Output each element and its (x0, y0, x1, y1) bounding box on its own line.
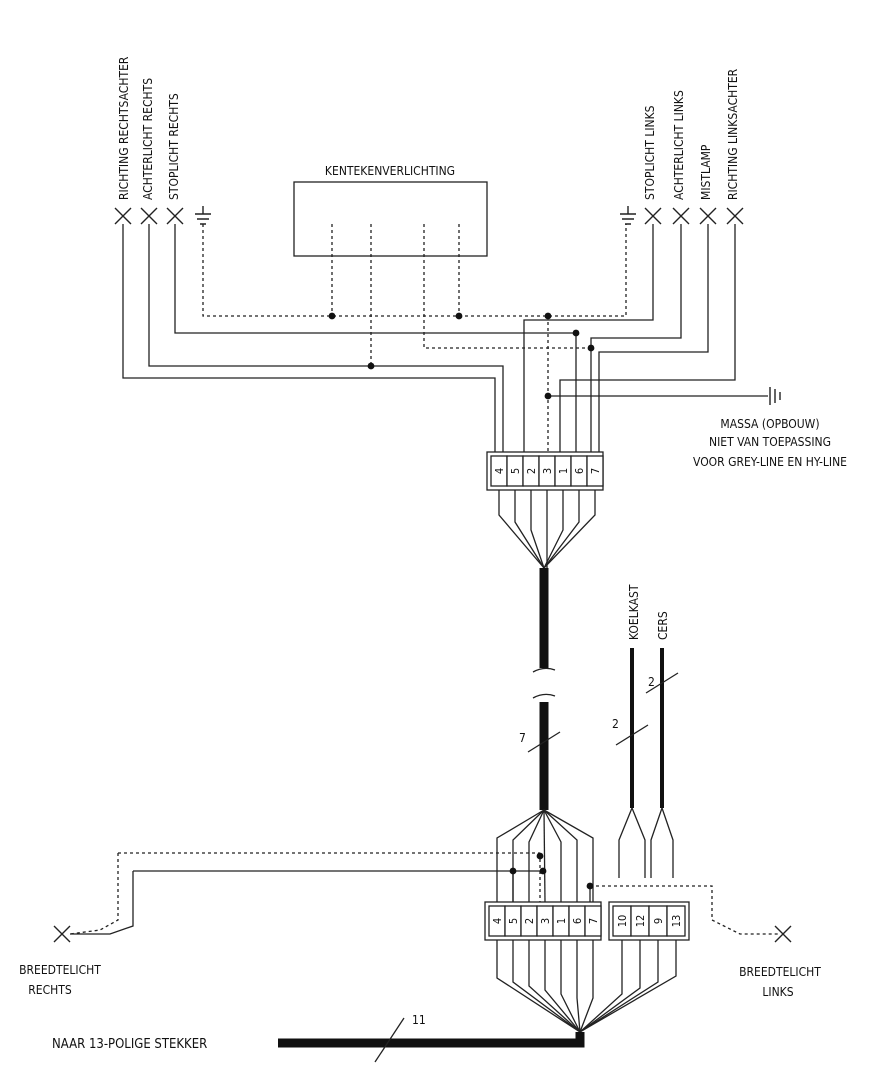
upper-terminal-5: 1 (557, 468, 570, 474)
upper-terminal-2: 5 (509, 468, 522, 474)
upper-terminal-6: 6 (573, 468, 586, 474)
label-richting-rechtsachter: RICHTING RECHTSACHTER (117, 56, 131, 200)
lower-terminal-aux-1: 10 (616, 915, 629, 928)
upper-terminal-3: 2 (525, 468, 538, 474)
aux-cable-label-cers: CERS (656, 611, 670, 640)
ground-note-line-2: NIET VAN TOEPASSING (709, 435, 831, 449)
breedtelicht-links-line-2: LINKS (762, 985, 793, 999)
lower-terminal-4: 3 (539, 918, 552, 924)
kentekenverlichting-box (293, 181, 488, 257)
label-achterlicht-links: ACHTERLICHT LINKS (672, 90, 686, 200)
lower-terminal-6: 6 (571, 918, 584, 924)
lower-terminal-7: 7 (587, 918, 600, 924)
label-stoplicht-rechts: STOPLICHT RECHTS (167, 93, 181, 200)
lower-terminal-2: 5 (507, 918, 520, 924)
aux-cable-count-koelkast: 2 (612, 717, 619, 731)
output-cable-count: 11 (412, 1013, 426, 1027)
lamp-x-icons (114, 207, 744, 225)
upper-wires (122, 224, 768, 452)
main-cable-count: 7 (519, 731, 526, 745)
upper-terminal-4: 3 (541, 468, 554, 474)
ground-note-line-1: MASSA (OPBOUW) (720, 417, 819, 431)
breedtelicht-wires (69, 852, 780, 935)
upper-terminal-1: 4 (493, 468, 506, 474)
lower-terminal-aux-4: 13 (670, 915, 683, 928)
upper-fan-in (498, 490, 596, 569)
label-achterlicht-rechts: ACHTERLICHT RECHTS (141, 78, 155, 200)
aux-cable-label-koelkast: KOELKAST (627, 584, 641, 640)
output-fan-in (496, 940, 677, 1033)
label-stoplicht-links: STOPLICHT LINKS (643, 105, 657, 200)
upper-junctions (328, 312, 595, 400)
output-cable (278, 1017, 585, 1063)
lower-terminal-1: 4 (491, 918, 504, 924)
breedtelicht-rechts-line-1: BREEDTELICHT (19, 963, 101, 977)
lower-terminal-aux-2: 12 (634, 915, 647, 928)
aux-cables (615, 648, 679, 878)
kentekenverlichting-label: KENTEKENVERLICHTING (325, 164, 455, 178)
upper-terminal-block: 4 5 2 3 1 6 7 (486, 451, 604, 491)
ground-note-line-3: VOOR GREY-LINE EN HY-LINE (693, 455, 847, 469)
lower-junctions (509, 852, 594, 890)
lower-terminal-aux-3: 9 (652, 918, 665, 924)
output-label: NAAR 13-POLIGE STEKKER (52, 1037, 207, 1052)
breedtelicht-links-line-1: BREEDTELICHT (739, 965, 821, 979)
lower-terminal-block-main: 4 5 2 3 1 6 7 (484, 901, 602, 941)
lower-terminal-5: 1 (555, 918, 568, 924)
main-cable (527, 568, 561, 810)
label-mistlamp: MISTLAMP (699, 144, 713, 200)
label-richting-linksachter: RICHTING LINKSACHTER (726, 68, 740, 200)
breedtelicht-x-icons (53, 925, 792, 943)
upper-terminal-7: 7 (589, 468, 602, 474)
lower-terminal-block-aux: 10 12 9 13 (608, 901, 690, 941)
aux-cable-count-cers: 2 (648, 675, 655, 689)
breedtelicht-rechts-line-2: RECHTS (28, 983, 72, 997)
lower-fan-out (496, 809, 594, 903)
lower-terminal-3: 2 (523, 918, 536, 924)
